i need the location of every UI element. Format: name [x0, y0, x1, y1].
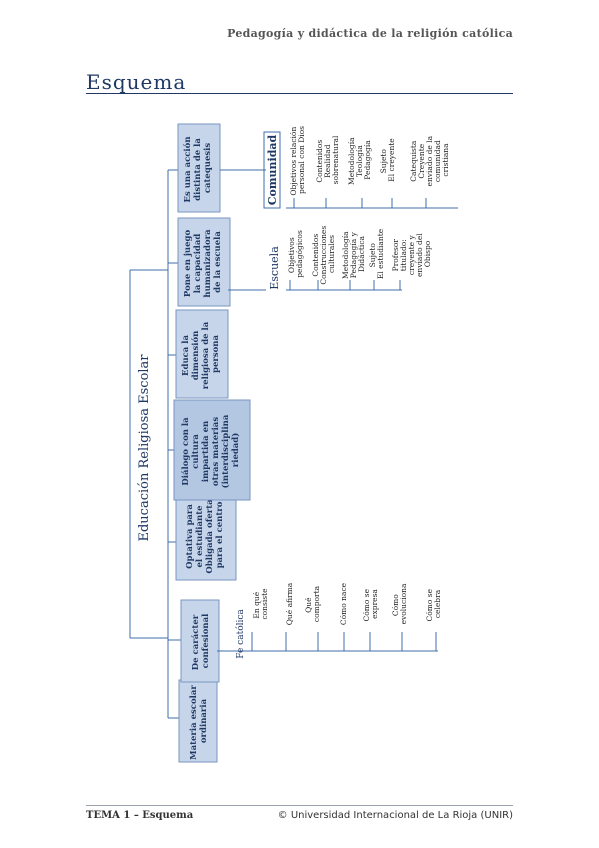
page-title: Esquema: [86, 70, 187, 94]
branch-box-7: [177, 123, 221, 213]
fe-item-4: Cómo nace: [339, 582, 348, 625]
comunidad-label: Comunidad: [266, 134, 279, 205]
branch-text-1: Materia escolar ordinaria: [189, 682, 209, 760]
escuela-item-3: Metodología Pedagogía y Didáctica: [341, 229, 366, 279]
footer-copyright: © Universidad Internacional de La Rioja …: [277, 810, 513, 821]
comunidad-item-2: Contenidos Realidad sobrenatural: [315, 135, 340, 184]
diagram-canvas: Educación Religiosa Escolar Materia esco…: [129, 123, 458, 763]
branch-text-2: De carácter confesional: [190, 612, 211, 670]
running-header: Pedagogía y didáctica de la religión cat…: [227, 27, 513, 40]
comunidad-label-frame: [263, 131, 281, 209]
comunidad-item-1: Objetivos relación personal con Dios: [289, 124, 306, 195]
footer-divider: [86, 805, 513, 806]
escuela-item-4: Sujeto El estudiante: [368, 228, 385, 279]
footer-topic: TEMA 1 – Esquema: [86, 810, 194, 821]
branch-box-1: [178, 679, 218, 763]
branch-text-3: Optativa para el estudiante Obligada ofe…: [185, 496, 225, 573]
escuela-item-5: Profesor titulado: creyente y enviado de…: [391, 231, 432, 277]
main-topic: Educación Religiosa Escolar: [137, 354, 152, 542]
concept-diagram: Educación Religiosa Escolar Materia esco…: [86, 110, 513, 780]
comunidad-item-5: Catequista Creyente enviado de la comuni…: [409, 134, 450, 187]
escuela-label: Escuela: [268, 246, 281, 290]
fe-item-7: Cómo se celebra: [425, 587, 442, 622]
branch-text-6: Pone en juego la capacidad humanizadora …: [183, 226, 223, 297]
branch-box-5: [175, 309, 229, 399]
fe-item-2: Qué afirma: [285, 582, 294, 625]
fe-item-1: En qué consiste: [252, 588, 269, 620]
branch-text-4: Diálogo con la cultura impartida en otra…: [180, 412, 241, 489]
comunidad-item-3: Metodología Teología Pedagogía: [347, 135, 372, 185]
escuela-item-1: Objetivos pedagógicos: [287, 230, 304, 278]
fe-item-6: Cómo evoluciona: [391, 583, 408, 624]
branch-box-6: [177, 217, 231, 307]
branch-box-2: [180, 599, 220, 683]
escuela-item-2: Contenidos Construcciones culturales: [311, 223, 336, 284]
branch-text-5: Educa la dimensión religiosa de la perso…: [181, 319, 221, 389]
branch-text-7: Es una acción distinta de la catequesis: [182, 134, 213, 203]
title-underline: [86, 93, 513, 94]
fe-label: Fe católica: [235, 609, 246, 659]
fe-item-3: Qué comporta: [304, 585, 321, 622]
fe-item-5: Cómo se expresa: [362, 587, 379, 622]
comunidad-item-4: Sujeto El creyente: [379, 138, 396, 182]
branch-box-4: [173, 399, 251, 501]
